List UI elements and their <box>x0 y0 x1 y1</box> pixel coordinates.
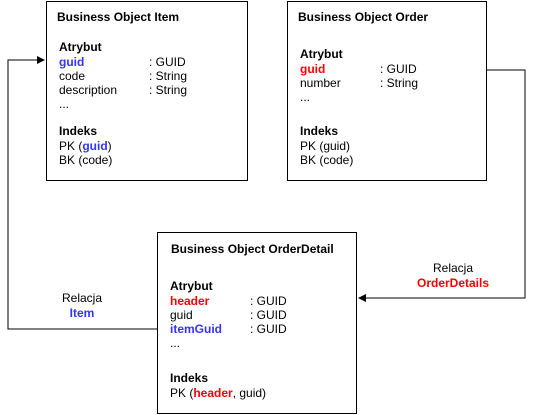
relation-name: Item <box>69 306 95 320</box>
attribute-name: description <box>59 83 118 97</box>
relation-name: OrderDetails <box>416 276 490 290</box>
business-key: BK (code) <box>59 153 113 167</box>
box-title: Business Object OrderDetail <box>171 242 334 256</box>
attributes-heading: Atrybut <box>59 40 102 54</box>
index-heading: Indeks <box>59 124 98 138</box>
pk-suffix: , guid) <box>232 386 267 400</box>
attributes-heading: Atrybut <box>170 279 213 293</box>
business-object-item-box[interactable]: Business Object Item Atrybut guid : GUID… <box>46 1 248 181</box>
relation-item-label: Relacja Item <box>56 291 108 321</box>
attributes-heading: Atrybut <box>300 47 343 61</box>
box-title: Business Object Order <box>298 10 429 24</box>
relation-item-connector <box>7 56 157 330</box>
attributes-ellipsis: ... <box>300 90 311 104</box>
attributes-ellipsis: ... <box>170 336 181 350</box>
relation-label-text: Relacja <box>432 261 474 275</box>
attribute-type: : GUID <box>380 62 417 76</box>
box-title: Business Object Item <box>57 10 180 24</box>
primary-key: PK (guid) <box>59 139 112 153</box>
pk-suffix: ) <box>107 139 112 153</box>
business-object-orderdetail-box[interactable]: Business Object OrderDetail Atrybut head… <box>157 232 357 414</box>
index-heading: Indeks <box>170 371 209 385</box>
primary-key: PK (header, guid) <box>170 386 266 400</box>
business-object-order-box[interactable]: Business Object Order Atrybut guid : GUI… <box>287 1 487 181</box>
attribute-type: : GUID <box>250 322 287 336</box>
attribute-type: : String <box>149 83 188 97</box>
pk-field: header <box>193 386 233 400</box>
attribute-name: number <box>300 76 341 90</box>
attribute-type: : GUID <box>149 55 186 69</box>
attribute-name: guid <box>170 308 193 322</box>
attributes-ellipsis: ... <box>59 97 70 111</box>
attribute-type: : GUID <box>250 308 287 322</box>
business-key: BK (code) <box>300 153 354 167</box>
attribute-type: : String <box>149 69 188 83</box>
attribute-name: guid <box>59 55 85 69</box>
attribute-name: header <box>170 294 210 308</box>
relation-orderdetails-connector <box>358 69 526 302</box>
relation-label-text: Relacja <box>61 291 103 305</box>
pk-field: guid <box>82 139 108 153</box>
pk-prefix: PK ( <box>170 386 194 400</box>
attribute-name: guid <box>300 62 326 76</box>
primary-key: PK (guid) <box>300 139 351 153</box>
pk-prefix: PK ( <box>59 139 83 153</box>
attribute-type: : String <box>380 76 419 90</box>
attribute-name: code <box>59 69 86 83</box>
index-heading: Indeks <box>300 124 339 138</box>
attribute-name: itemGuid <box>170 322 223 336</box>
attribute-type: : GUID <box>250 294 287 308</box>
relation-orderdetails-label: Relacja OrderDetails <box>410 261 496 291</box>
